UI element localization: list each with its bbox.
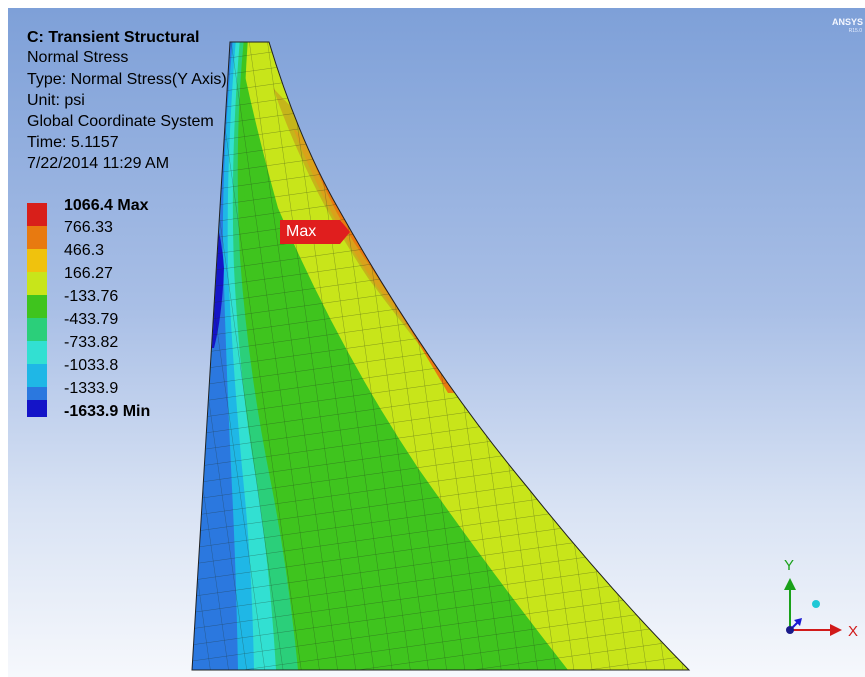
legend-swatch [27,400,47,417]
max-probe-flag[interactable] [280,220,350,244]
ansys-logo: ANSYS [831,17,863,27]
triad-origin-icon [786,626,794,634]
fea-contour-plot[interactable] [8,8,865,677]
ansys-version: R15.0 [848,28,862,34]
analysis-title: C: Transient Structural [27,29,200,46]
legend-label: 166.27 [64,265,113,282]
graphics-viewport[interactable]: C: Transient Structural Normal Stress Ty… [8,8,865,677]
legend-swatch [27,364,47,387]
legend-label: -1333.9 [64,380,119,397]
legend-label: -433.79 [64,311,119,328]
isometric-view-ball-icon[interactable] [812,600,820,608]
coordinate-system: Global Coordinate System [27,113,214,130]
result-date: 7/22/2014 11:29 AM [27,155,170,172]
legend-label: 466.3 [64,242,105,259]
legend-label: -1033.8 [64,357,119,374]
max-probe-label: Max [286,223,317,240]
legend-label: -133.76 [64,288,119,305]
legend-swatch [27,203,47,226]
legend-swatch [27,318,47,341]
result-time: Time: 5.1157 [27,134,119,151]
legend-label: 766.33 [64,219,113,236]
legend-label-min: -1633.9 Min [64,403,151,420]
x-axis-label: X [848,623,858,640]
legend-label: -733.82 [64,334,119,351]
y-axis-arrow [784,578,796,630]
result-type: Type: Normal Stress(Y Axis) [27,71,227,88]
model-outline [191,41,691,671]
legend-swatch [27,295,47,318]
x-axis-arrow [790,624,842,636]
legend-label-max: 1066.4 Max [64,197,149,214]
result-unit: Unit: psi [27,92,85,109]
contour-bands [192,42,689,670]
legend-swatch [27,341,47,364]
result-name: Normal Stress [27,49,129,66]
axis-triad[interactable]: Y X [770,548,865,648]
legend-swatch [27,272,47,295]
y-axis-label: Y [784,557,794,574]
legend-swatch [27,249,47,272]
legend-swatch [27,226,47,249]
